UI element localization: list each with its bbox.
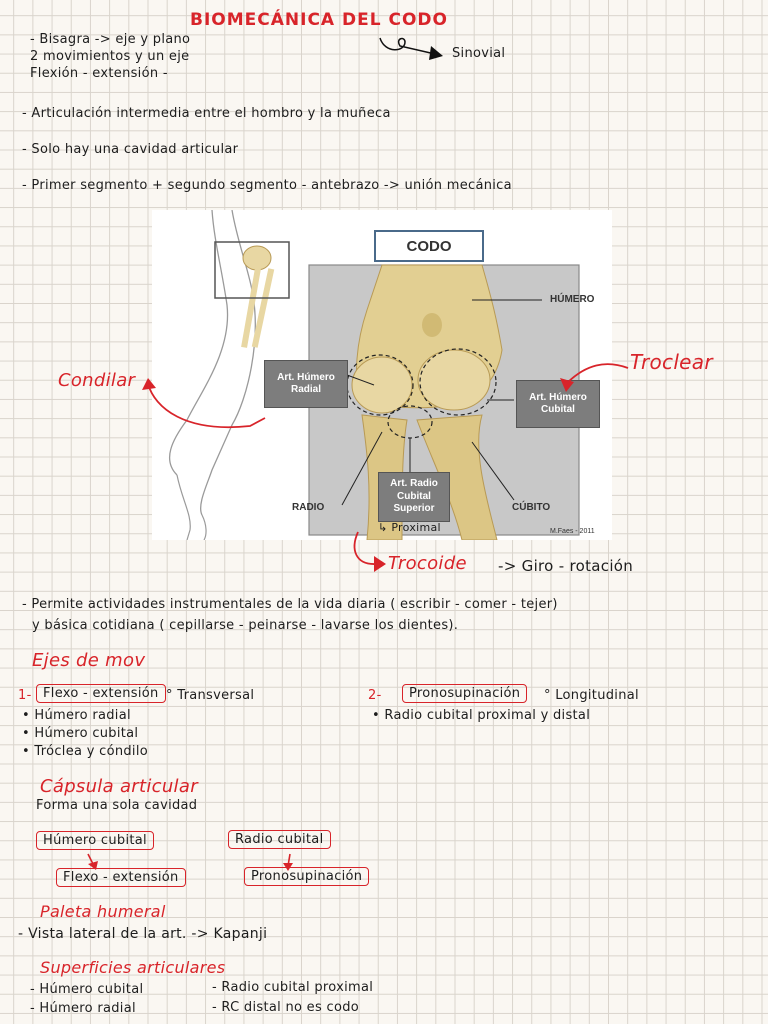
capsula-heading: Cápsula articular (40, 776, 198, 797)
ejes-left-number: 1- (18, 688, 32, 703)
pronosupinacion-result-box: Pronosupinación (244, 867, 370, 886)
superficies-left-2: - Húmero radial (30, 1001, 136, 1016)
humero-cubital-box: Húmero cubital (36, 831, 154, 850)
proximal-label: ↳ Proximal (378, 521, 441, 534)
ejes-heading: Ejes de mov (32, 650, 146, 671)
intro-line-1: - Bisagra -> eje y plano (30, 32, 191, 47)
left-item-3: • Tróclea y cóndilo (22, 744, 148, 759)
left-item-2: • Húmero cubital (22, 726, 139, 741)
superficies-heading: Superficies articulares (40, 958, 226, 977)
paleta-heading: Paleta humeral (40, 902, 166, 921)
humero-label: HÚMERO (550, 294, 595, 305)
art-humero-radial-line-2: Radial (290, 384, 321, 395)
bullet-2: - Solo hay una cavidad articular (22, 142, 239, 157)
art-humero-cubital-line-1: Art. Húmero (529, 391, 587, 403)
trocoide-label: Trocoide (388, 553, 467, 574)
image-credit: M.Faes - 2011 (550, 528, 595, 535)
radio-cubital-box: Radio cubital (228, 830, 331, 849)
troclear-label: Troclear (630, 350, 713, 374)
art-radio-cubital-box: Art. Radio Cubital Superior (378, 472, 450, 522)
page-title: BIOMECÁNICA DEL CODO (190, 10, 448, 30)
transversal-label: ° Transversal (166, 688, 255, 703)
bullet-1: - Articulación intermedia entre el hombr… (22, 106, 391, 121)
permite-line-1: - Permite actividades instrumentales de … (22, 597, 558, 612)
bullet-3: - Primer segmento + segundo segmento - a… (22, 178, 512, 193)
permite-line-2: y básica cotidiana ( cepillarse - peinar… (32, 618, 459, 633)
paleta-line: - Vista lateral de la art. -> Kapanji (18, 926, 268, 942)
condilar-label: Condilar (58, 370, 136, 391)
pronosupinacion-box: Pronosupinación (402, 684, 528, 703)
intro-line-2: 2 movimientos y un eje (30, 49, 190, 64)
art-radio-cubital-line-2: Cubital (397, 490, 431, 502)
sinovial-arrow (379, 37, 443, 60)
superficies-right-1: - Radio cubital proximal (212, 980, 374, 995)
elbow-diagram-image: CODO HÚMERO Art. Húmero Radial Art. Húme… (152, 210, 612, 540)
longitudinal-label: ° Longitudinal (544, 688, 639, 703)
art-humero-cubital-box: Art. Húmero Cubital (516, 380, 600, 428)
art-humero-cubital-line-2: Cubital (541, 404, 575, 415)
cubito-label: CÚBITO (512, 502, 551, 513)
flexo-extension-result-box: Flexo - extensión (56, 868, 186, 887)
right-item-1: • Radio cubital proximal y distal (372, 708, 591, 723)
trocoide-description: -> Giro - rotación (498, 557, 634, 575)
ejes-right-number: 2- (368, 688, 382, 703)
superficies-left-1: - Húmero cubital (30, 982, 144, 997)
art-radio-cubital-line-3: Superior (393, 503, 435, 515)
condilar-arrow (142, 378, 266, 429)
codo-title-box: CODO (374, 230, 484, 262)
intro-line-3: Flexión - extensión - (30, 66, 168, 81)
superficies-right-2: - RC distal no es codo (212, 1000, 359, 1015)
sinovial-label: Sinovial (452, 46, 506, 61)
radio-label: RADIO (292, 502, 325, 513)
left-item-1: • Húmero radial (22, 708, 131, 723)
flexo-extension-box: Flexo - extensión (36, 684, 166, 703)
capsula-sub: Forma una sola cavidad (36, 798, 198, 813)
art-radio-cubital-line-1: Art. Radio (390, 478, 438, 490)
troclear-arrow (560, 363, 629, 392)
art-humero-radial-box: Art. Húmero Radial (264, 360, 348, 408)
trocoide-arrow (353, 531, 386, 572)
art-humero-radial-line-1: Art. Húmero (277, 371, 335, 383)
capsula-arrow-1 (87, 853, 98, 870)
